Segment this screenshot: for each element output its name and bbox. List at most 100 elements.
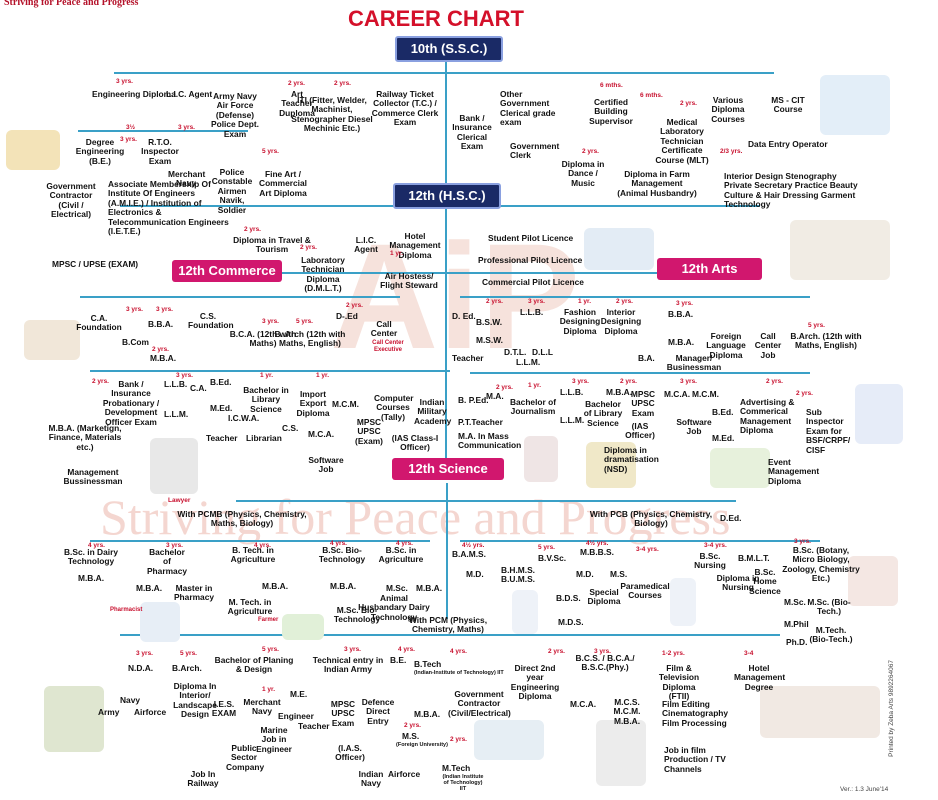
nurse-illustration <box>670 578 696 626</box>
duration-4yrs: 4 yrs. <box>396 540 413 547</box>
pilot-illustration <box>584 228 654 270</box>
node-merchant-navy-ssc: Merchant Navy <box>168 169 206 189</box>
duration-5yrs: 5 yrs. <box>296 318 313 325</box>
node-msw: M.S.W. <box>476 335 503 345</box>
duration-2-3yrs: 2/3 yrs. <box>720 148 743 155</box>
duration-3-4: 3-4 <box>744 650 754 657</box>
node-pcb: With PCB (Physics, Chemistry, Biology) <box>589 509 713 529</box>
node-msc: M.Sc. <box>784 597 806 607</box>
singer-illustration <box>524 436 558 482</box>
node-software-job-commerce: Software Job <box>308 455 344 475</box>
node-animal-husbandary: Animal Husbandary Dairy Technology <box>358 593 430 622</box>
node-mcs-mcm-mba: M.C.S. M.C.M. M.B.A. <box>613 697 641 726</box>
node-bsc-botany: B.Sc. (Botany, Micro Biology, Zoology, C… <box>782 545 860 584</box>
node-nsd: Diploma in dramatisation (NSD) <box>604 445 659 474</box>
node-degree-engineering: Degree Engineering (B.E.) <box>75 137 125 166</box>
node-library-science-arts: Bachelor of Library Science <box>583 399 623 428</box>
duration-3yrs: 3 yrs. <box>176 372 193 379</box>
node-llb-commerce: L.L.B. <box>164 379 188 389</box>
node-airforce: Airforce <box>134 707 167 717</box>
node-mlt: Medical Laboratory Technician Certificat… <box>655 117 709 165</box>
computer-user-illustration <box>820 75 890 135</box>
node-llm-arts-2: L.L.M. <box>560 415 585 425</box>
node-ies-exam: I.E.S. EXAM <box>211 699 237 719</box>
duration-2yrs: 2 yrs. <box>244 226 261 233</box>
hub-12th-hsc: 12th (H.S.C.) <box>393 183 501 209</box>
node-engineer: Engineer <box>278 711 314 721</box>
node-student-pilot: Student Pilot Licence <box>488 233 574 243</box>
node-commercial-pilot: Commercial Pilot Licence <box>482 277 584 287</box>
node-lic-agent: L.I.C. Agent <box>166 89 213 99</box>
duration-3-4yrs: 3-4 yrs. <box>704 542 727 549</box>
node-mba-agriculture: M.B.A. <box>262 581 289 591</box>
node-navy: Navy <box>120 695 141 705</box>
duration-2yrs: 2 yrs. <box>766 378 783 385</box>
node-marine-engineer: Marine Job in Engineer <box>256 725 292 754</box>
node-software-job-arts: Software Job <box>676 417 712 437</box>
node-btech-agriculture: B. Tech. in Agriculture <box>230 545 276 565</box>
node-library-science-commerce: Bachelor in Library Science <box>243 385 289 414</box>
node-mpsc-commerce: MPSC UPSC (Exam) <box>355 417 383 446</box>
node-call-center-executive: Call Center Executive <box>372 340 404 353</box>
node-icwa: I.C.W.A. <box>228 413 260 423</box>
duration-2yrs: 2 yrs. <box>548 648 565 655</box>
duration-3yrs: 3 yrs. <box>594 648 611 655</box>
duration-2yrs: 2 yrs. <box>796 390 813 397</box>
node-film-production: Job in film Production / TV Channels <box>664 745 726 774</box>
node-journalism: Bachelor of Journalism <box>509 397 557 417</box>
duration-3yrs: 3 yrs. <box>120 136 137 143</box>
construction-illustration <box>474 720 544 760</box>
scientist-illustration <box>848 556 898 606</box>
node-interior-design-group: Interior Design Stenography Private Secr… <box>724 171 858 210</box>
node-air-hostess: Air Hostess/ Flight Steward <box>380 271 438 291</box>
duration-3-half: 3½ <box>126 124 136 131</box>
node-bsc-dairy: B.Sc. in Dairy Technology <box>64 547 118 567</box>
node-phd: Ph.D. <box>786 637 808 647</box>
node-bmlt: B.M.L.T. <box>738 553 770 563</box>
node-me: M.E. <box>290 689 308 699</box>
node-ms-foreign: M.S. <box>402 731 420 741</box>
watermark-text: Striving for Peace and Progress <box>100 489 731 545</box>
node-airforce-science: Airforce <box>388 769 421 779</box>
library-illustration <box>586 442 636 488</box>
node-call-center-job: Call Center Job <box>754 331 782 360</box>
node-bed-arts: B.Ed. <box>712 407 734 417</box>
duration-4yrs: 4 yrs. <box>330 540 347 547</box>
node-film-tv: Film & Television Diploma (FTII) <box>658 663 700 702</box>
chart-title: CAREER CHART <box>348 6 524 31</box>
node-mds: M.D.S. <box>558 617 584 627</box>
tractor-illustration <box>282 614 324 640</box>
node-foreign-language: Foreign Language Diploma <box>706 331 746 360</box>
node-mba-finance: M.B.A. (Marketign, Finance, Materials et… <box>48 423 122 452</box>
node-bank-clerical: Bank / Insurance Clerical Exam <box>452 113 492 152</box>
node-job-railway: Job In Railway <box>187 769 219 789</box>
node-paramedical: Paramedical Courses <box>620 581 670 601</box>
hub-12th-commerce: 12th Commerce <box>172 260 282 282</box>
node-mca-commerce: M.C.A. <box>308 429 335 439</box>
node-cs-foundation: C.S. Foundation <box>188 311 234 331</box>
duration-1yr: 1 yr. <box>578 298 592 305</box>
node-mtech-biotech: M.Tech. (Bio-Tech.) <box>809 625 853 645</box>
duration-5yrs: 5 yrs. <box>180 650 197 657</box>
node-lic-agent-hsc: L.I.C. Agent <box>354 235 378 255</box>
node-m-pharmacy: Master in Pharmacy <box>173 583 215 603</box>
duration-3yrs: 3 yrs. <box>126 306 143 313</box>
node-mass-communication: M.A. In Mass Communication <box>458 431 522 451</box>
node-various-diploma: Various Diploma Courses <box>711 95 745 124</box>
node-police-constable: Police Constable Airmen Navik, Soldier <box>211 167 253 215</box>
duration-4yrs: 4 yrs. <box>88 542 105 549</box>
node-mtech-agriculture: M. Tech. in Agriculture <box>227 597 273 617</box>
node-bvsc: B.V.Sc. <box>538 553 567 563</box>
node-msc-agriculture: M.Sc. <box>386 583 408 593</box>
node-bcs-bca: B.C.S. / B.C.A./ B.S.C.(Phy.) <box>575 653 635 673</box>
node-bcom: B.Com <box>122 337 149 347</box>
duration-2yrs: 2 yrs. <box>404 722 421 729</box>
duration-1yr: 1 yr. <box>260 372 274 379</box>
node-indian-navy: Indian Navy <box>358 769 384 789</box>
node-bhms-bums: B.H.M.S. B.U.M.S. <box>501 565 535 585</box>
duration-1yr: 1 yr. <box>528 382 542 389</box>
duration-3yrs: 3 yrs. <box>676 300 693 307</box>
node-bsc-nursing: B.Sc. Nursing <box>694 551 726 571</box>
node-bsc-home-science: B.Sc. Home Science <box>749 567 781 596</box>
node-bba-arts: B.B.A. <box>668 309 694 319</box>
